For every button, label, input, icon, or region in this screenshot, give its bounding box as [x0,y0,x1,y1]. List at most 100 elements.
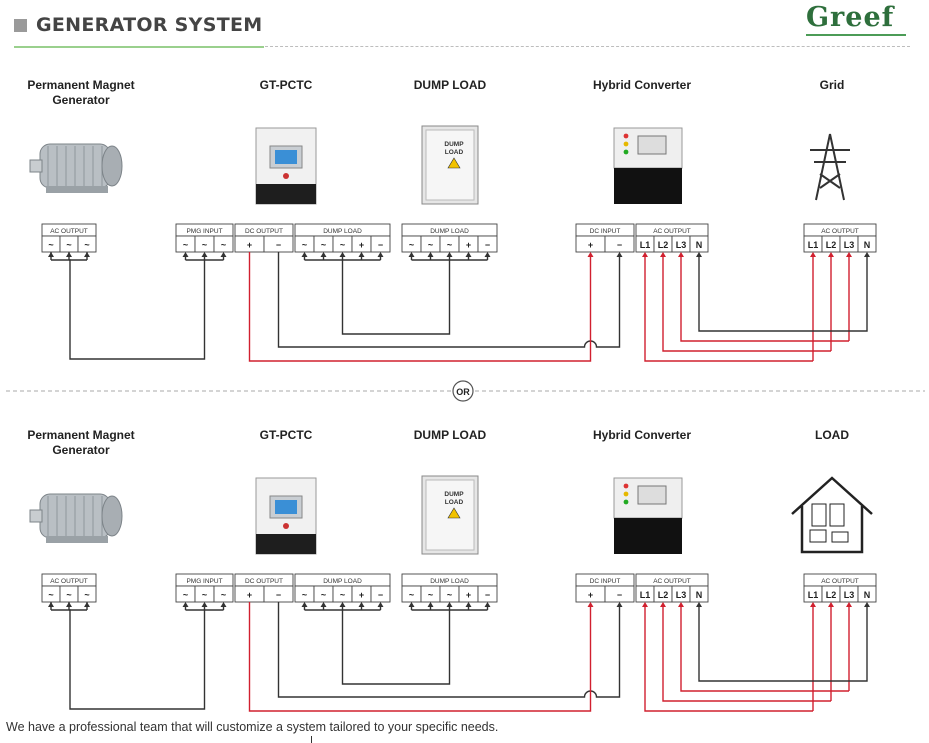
wire-arrow [864,252,870,257]
wire-arrow [660,252,666,257]
terminal-dump-load: DUMP LOAD~~~+− [401,573,498,603]
terminal-pctc-pmg-input-cell-label: ~ [183,590,188,600]
terminal-dump-load-cell-label: − [485,240,490,250]
footer-cursor-mark [311,736,312,743]
wire-arrow [182,252,189,257]
terminal-pctc-dc-output: DC OUTPUT+− [234,573,294,603]
wire-arrow [642,602,648,607]
wire-arrow [678,602,684,607]
terminal-generator-ac-output: AC OUTPUT~~~ [41,223,97,253]
terminal-endpoint-ac-output-cell-label: L2 [826,240,837,250]
wire-arrow [446,602,453,607]
wire-arrow [484,602,491,607]
wire-pdl-to-dl [341,610,451,685]
title-dashed-rule [265,46,910,47]
wire-arrow [339,252,346,257]
terminal-pctc-dc-output-title: DC OUTPUT [245,578,283,585]
terminal-pctc-pmg-input-title: PMG INPUT [186,578,222,585]
wire-gen-to-pmg [69,259,206,360]
or-badge [452,380,474,402]
wire-arrow [301,602,308,607]
warning-icon [447,157,461,169]
terminal-pctc-pmg-input-cell-label: ~ [221,590,226,600]
wire-arrow [678,252,684,257]
wire-arrow [846,252,852,257]
component-label: GT-PCTC [260,428,313,442]
terminal-pctc-pmg-input-cell-label: ~ [221,240,226,250]
wire-arrow [84,252,90,257]
terminal-dump-load-cell-label: ~ [409,240,414,250]
wire-arrow [201,602,208,607]
brand-logo-text: Greef [806,2,895,33]
wire-arrow [201,252,208,257]
wire-dc-positive [248,252,592,362]
terminal-generator-ac-output-cell-label: ~ [84,240,89,250]
terminal-converter-ac-output-title: AC OUTPUT [653,228,691,235]
wire-arrow [301,252,308,257]
wire-arrow [587,602,594,607]
component-label-line2: Generator [52,443,110,457]
wire-arrow [810,602,816,607]
terminal-generator-ac-output-title: AC OUTPUT [50,228,88,235]
wire-arrow [220,602,227,607]
terminal-pctc-pmg-input-title: PMG INPUT [186,228,222,235]
component-label: Permanent Magnet [27,428,134,442]
page-header: GENERATOR SYSTEM [14,14,262,36]
component-label: GT-PCTC [260,78,313,92]
terminal-converter-ac-output-cell-label: L2 [658,240,669,250]
terminal-pctc-pmg-input-cell-label: ~ [202,590,207,600]
wire-arrow [358,602,365,607]
dump-panel-label-line2: LOAD [445,149,464,156]
terminal-pctc-pmg-input: PMG INPUT ~ ~ ~ [175,573,234,603]
terminal-converter-ac-output-title: AC OUTPUT [653,578,691,585]
terminal-dump-load-cell-label: − [485,590,490,600]
wire-ac-phase [680,256,849,342]
terminal-pctc-pmg-input-cell-label: ~ [202,240,207,250]
terminal-pctc-dump-load-cell-label: ~ [302,590,307,600]
component-label: Hybrid Converter [593,78,691,92]
terminal-converter-ac-output-cell-label: N [696,590,703,600]
terminal-endpoint-ac-output-cell-label: L3 [844,240,855,250]
wire-arrow [48,602,54,607]
terminal-dump-load-cell-label: + [466,590,471,600]
wire-arrow [48,252,54,257]
wire-arrow [220,252,227,257]
controller-cabinet-icon [255,477,317,555]
wire-arrow [427,602,434,607]
wire-arrow [320,602,327,607]
terminal-pctc-dump-load-cell-label: ~ [340,240,345,250]
terminal-converter-ac-output-cell-label: L1 [640,590,651,600]
dump-panel-label-line2: LOAD [445,499,464,506]
terminal-pctc-dc-output-cell-label: + [247,590,252,600]
terminal-converter-dc-input: DC INPUT + − [575,223,635,253]
or-label: OR [456,387,470,397]
wire-ac-phase [644,256,813,362]
terminal-converter-dc-input-title: DC INPUT [590,228,621,235]
terminal-converter-dc-input-cell-label: − [617,590,622,600]
terminal-generator-ac-output-cell-label: ~ [84,590,89,600]
terminal-dump-load-cell-label: ~ [409,590,414,600]
terminal-pctc-dump-load-cell-label: ~ [340,590,345,600]
wire-arrow [864,602,870,607]
house-load-icon [791,476,873,554]
wire-arrow [66,252,72,257]
transmission-tower-icon [810,133,850,201]
component-label: Permanent Magnet [27,78,134,92]
hybrid-converter-icon [613,477,683,554]
terminal-endpoint-ac-output-cell-label: N [864,590,871,600]
wire-arrow [320,252,327,257]
wire-arrow [660,602,666,607]
terminal-endpoint-ac-output-cell-label: L2 [826,590,837,600]
terminal-converter-dc-input-cell-label: − [617,240,622,250]
terminal-pctc-pmg-input-cell-label: ~ [183,240,188,250]
terminal-pctc-dc-output-cell-label: − [276,240,281,250]
wire-arrow [339,602,346,607]
terminal-generator-ac-output: AC OUTPUT~~~ [41,573,97,603]
terminal-converter-dc-input-cell-label: + [588,240,593,250]
terminal-pctc-dump-load-cell-label: ~ [321,240,326,250]
